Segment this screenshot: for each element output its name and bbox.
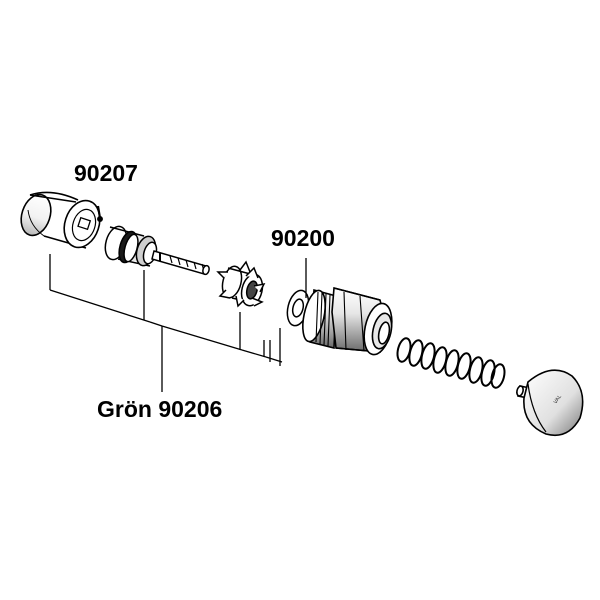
push-button-part: VAL (516, 369, 584, 437)
spline-part (216, 260, 266, 308)
part-number-90200: 90200 (271, 225, 335, 251)
group-bracket-lines (49, 254, 283, 392)
sleeve-part (20, 191, 101, 250)
knob-engraving: VAL (553, 394, 563, 405)
part-number-90207: 90207 (74, 160, 138, 186)
cartridge-90207 (96, 205, 210, 276)
part-group-label: Grön 90206 (97, 396, 223, 422)
spring-part (396, 337, 506, 389)
valve-body-90200 (302, 286, 393, 356)
